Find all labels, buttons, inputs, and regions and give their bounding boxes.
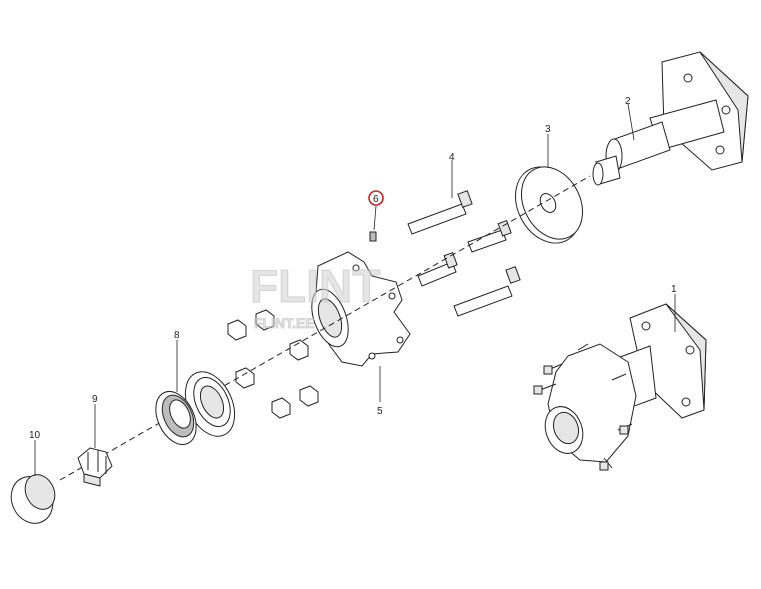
part-2-stub-axle[interactable] bbox=[592, 51, 749, 186]
axis-centerline bbox=[59, 175, 591, 481]
callout-1: 1 bbox=[671, 284, 677, 295]
callout-9: 9 bbox=[92, 394, 98, 405]
watermark-main: FLINT bbox=[250, 260, 380, 312]
wheel-nuts[interactable] bbox=[227, 309, 319, 419]
part-10-hub-cap[interactable] bbox=[4, 440, 61, 530]
part-1-hub-assembly[interactable] bbox=[533, 294, 707, 471]
callout-6-highlight-ring[interactable] bbox=[368, 190, 384, 206]
callout-10: 10 bbox=[29, 430, 41, 441]
part-3-shield-disc[interactable] bbox=[503, 134, 595, 254]
bearing-pair[interactable] bbox=[176, 364, 245, 444]
callout-4: 4 bbox=[449, 152, 455, 163]
part-5-wheel-hub[interactable] bbox=[305, 251, 411, 402]
callout-2: 2 bbox=[625, 96, 631, 107]
callout-8: 8 bbox=[174, 330, 180, 341]
watermark-sub: FLINT.EE bbox=[254, 315, 315, 331]
part-9-castle-nut[interactable] bbox=[77, 404, 113, 487]
part-4-wheel-studs[interactable] bbox=[407, 160, 521, 317]
part-8-bearing-seal[interactable] bbox=[148, 340, 204, 451]
callout-3: 3 bbox=[545, 124, 551, 135]
callout-6[interactable]: 6 bbox=[373, 194, 379, 205]
part-6-grease-nipple[interactable] bbox=[369, 205, 377, 242]
callout-5: 5 bbox=[377, 406, 383, 417]
watermark: FLINT FLINT.EE bbox=[250, 260, 381, 332]
